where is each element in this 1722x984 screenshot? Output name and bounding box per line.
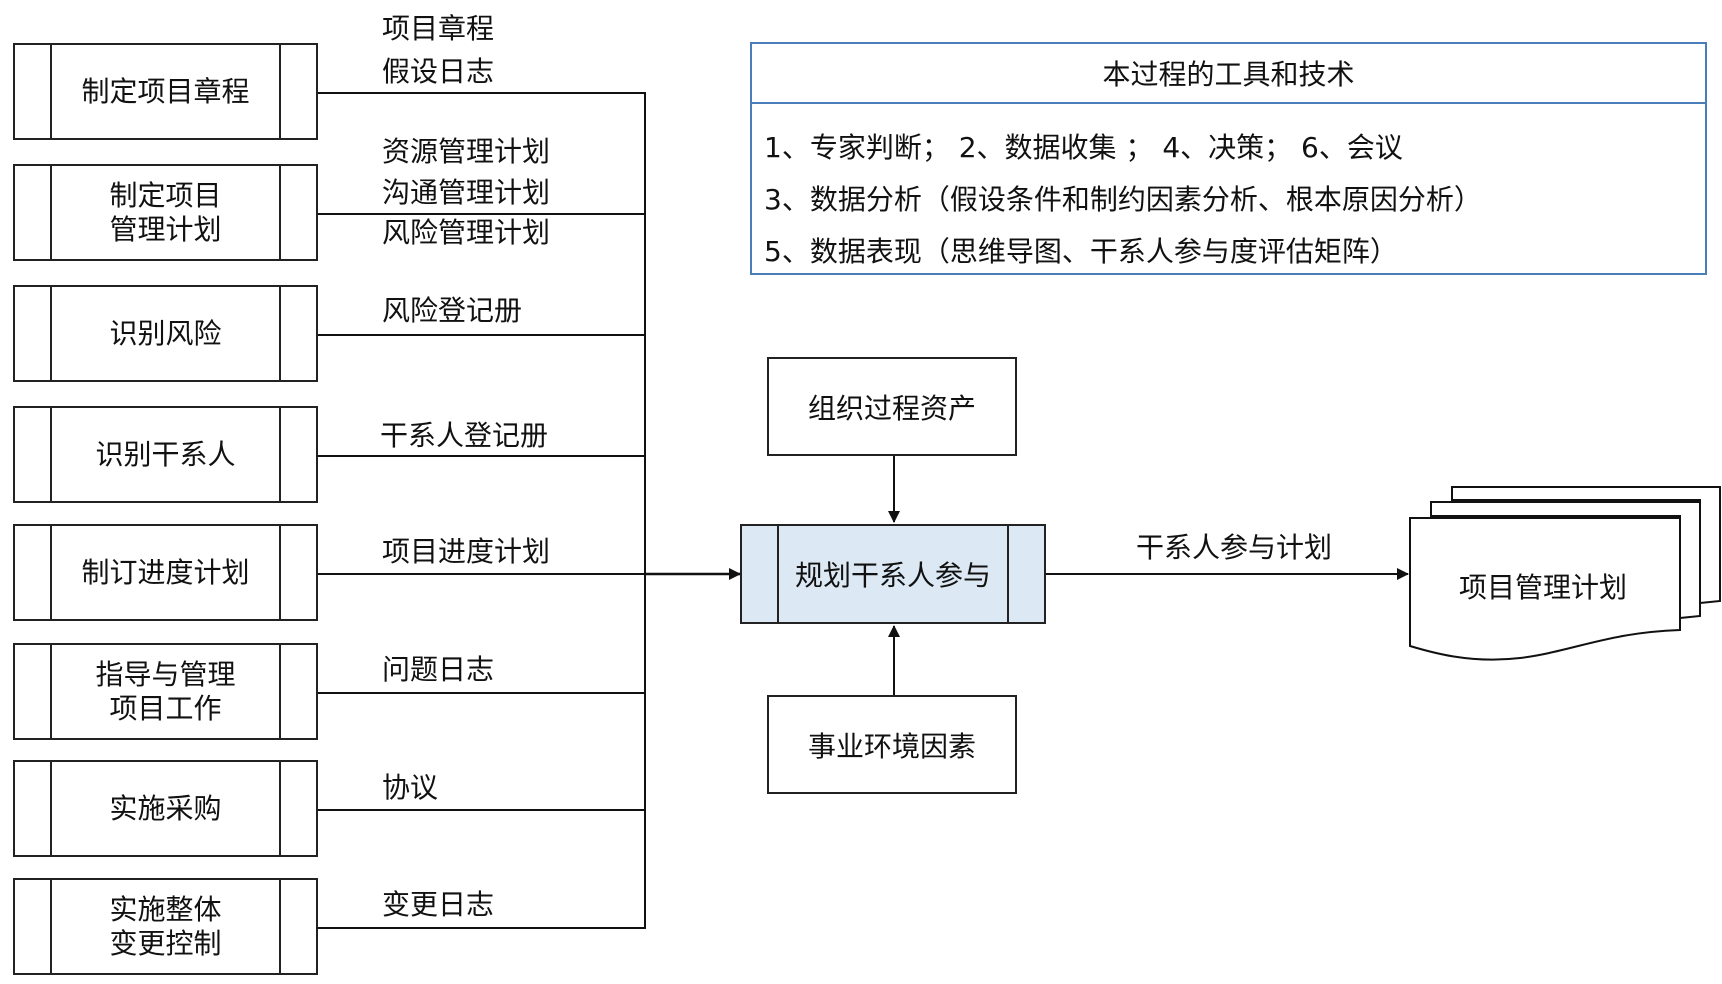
output-label: 项目进度计划 [382,535,551,568]
box-right-bar [279,408,281,501]
output-label: 资源管理计划 [382,135,551,168]
box-left-bar [777,526,779,622]
process-label: 识别风险 [109,316,222,350]
process-box-risk[interactable]: 识别风险 [13,285,318,382]
tools-techniques-box: 本过程的工具和技术 1、专家判断； 2、数据收集 ； 4、决策； 6、会议 3、… [750,42,1707,275]
process-label: 识别干系人 [95,437,236,471]
output-label: 沟通管理计划 [382,176,551,209]
output-label: 干系人登记册 [380,419,549,452]
output-label: 风险管理计划 [382,216,551,249]
process-label: 制定项目章程 [81,74,250,108]
tools-line: 5、数据表现（思维导图、干系人参与度评估矩阵） [764,235,1398,268]
box-left-bar [50,880,52,973]
process-box-procure[interactable]: 实施采购 [13,760,318,857]
main-process-box[interactable]: 规划干系人参与 [740,524,1046,624]
input-label: 事业环境因素 [807,729,976,763]
box-left-bar [50,762,52,855]
output-document-label: 项目管理计划 [1458,571,1627,604]
box-right-bar [1007,526,1009,622]
tools-line: 1、专家判断； 2、数据收集 ； 4、决策； 6、会议 [764,131,1403,164]
box-left-bar [50,166,52,259]
box-right-bar [279,45,281,138]
process-box-schedule[interactable]: 制订进度计划 [13,524,318,621]
process-box-charter[interactable]: 制定项目章程 [13,43,318,140]
output-label: 假设日志 [382,55,495,88]
output-label: 变更日志 [382,888,495,921]
process-box-change[interactable]: 实施整体 变更控制 [13,878,318,975]
box-right-bar [279,287,281,380]
box-right-bar [279,645,281,738]
process-box-pm-plan[interactable]: 制定项目 管理计划 [13,164,318,261]
box-right-bar [279,166,281,259]
box-right-bar [279,762,281,855]
box-left-bar [50,408,52,501]
input-enterprise-env-factors[interactable]: 事业环境因素 [767,695,1017,794]
box-left-bar [50,45,52,138]
output-arrow-label: 干系人参与计划 [1136,531,1333,564]
input-org-process-assets[interactable]: 组织过程资产 [767,357,1017,456]
box-left-bar [50,526,52,619]
process-label: 实施整体 变更控制 [109,892,222,960]
box-left-bar [50,287,52,380]
output-label: 问题日志 [382,653,495,686]
box-right-bar [279,526,281,619]
tools-title: 本过程的工具和技术 [752,44,1705,104]
process-box-stakeholder[interactable]: 识别干系人 [13,406,318,503]
box-right-bar [279,880,281,973]
process-label: 制订进度计划 [81,555,250,589]
output-label: 风险登记册 [382,294,523,327]
tools-line: 3、数据分析（假设条件和制约因素分析、根本原因分析） [764,183,1482,216]
process-box-direct[interactable]: 指导与管理 项目工作 [13,643,318,740]
output-label: 项目章程 [382,12,495,45]
box-left-bar [50,645,52,738]
process-label: 实施采购 [109,791,222,825]
document-stack-icon [1409,486,1721,661]
process-label: 指导与管理 项目工作 [95,657,236,725]
input-label: 组织过程资产 [807,391,976,425]
output-label: 协议 [382,771,439,804]
process-label: 制定项目 管理计划 [109,178,222,246]
main-process-label: 规划干系人参与 [794,559,991,592]
